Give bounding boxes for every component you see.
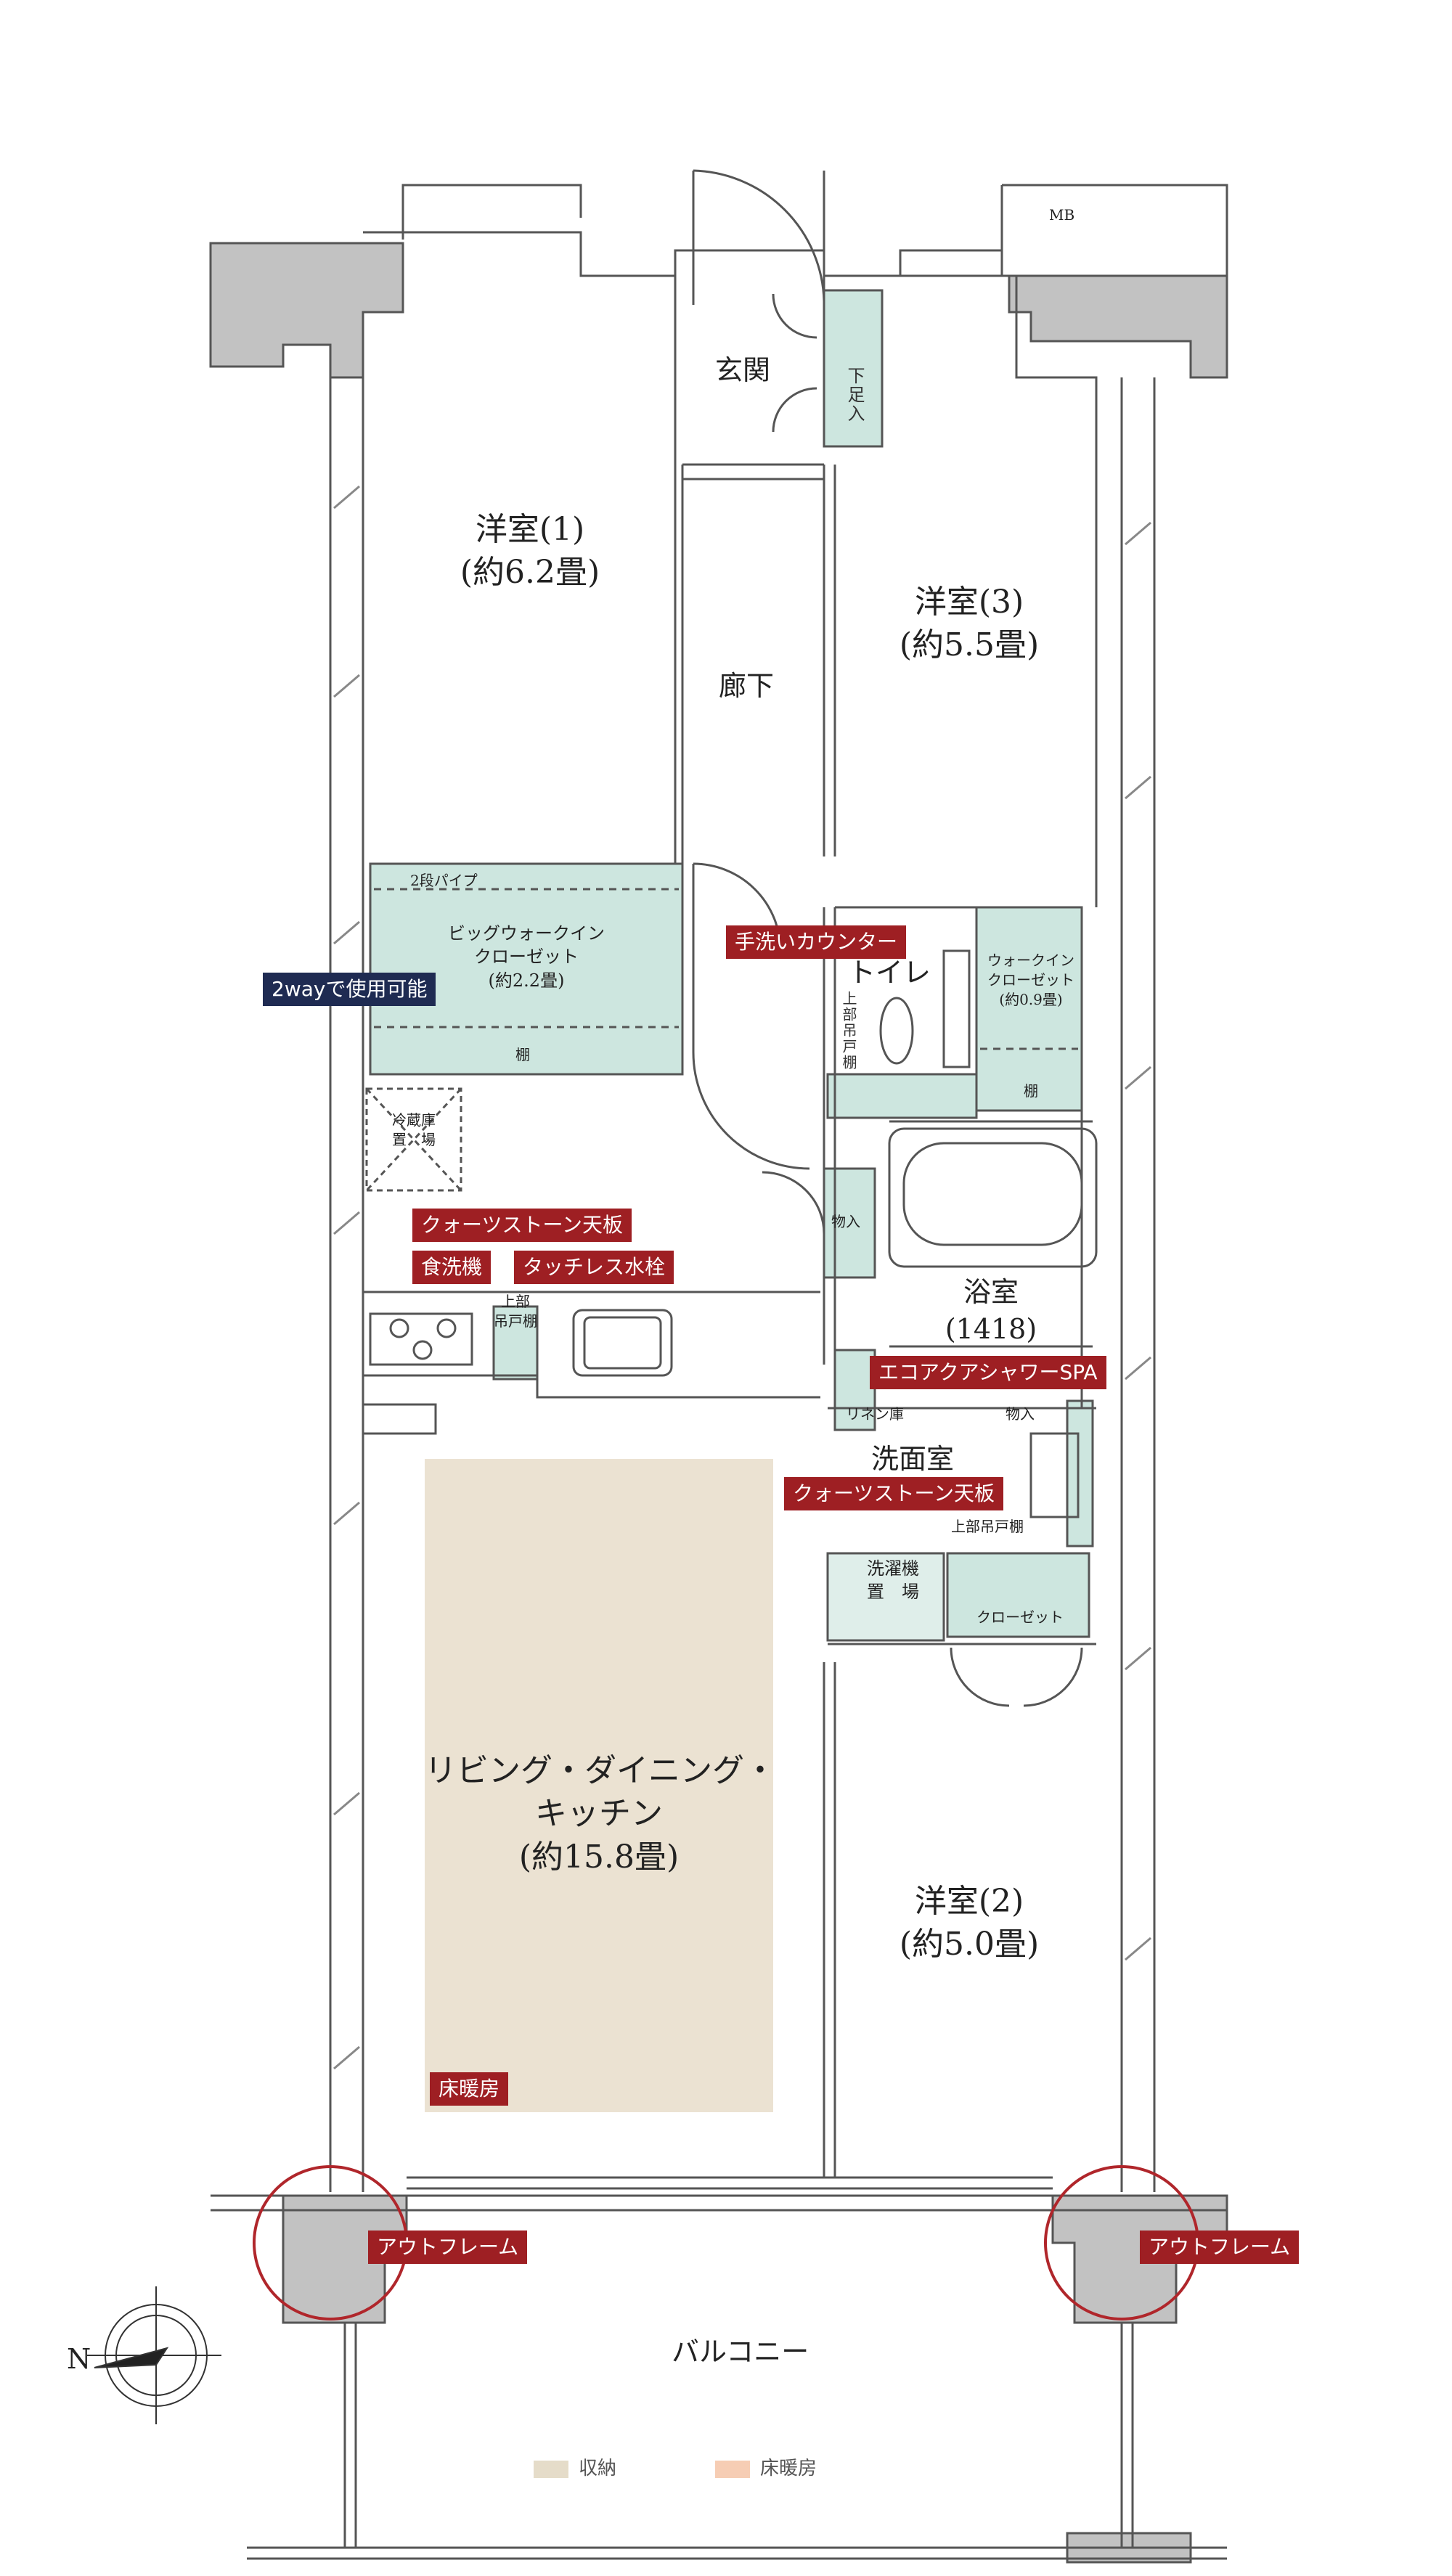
- mb-label: MB: [1049, 206, 1075, 224]
- compass-icon: [87, 2286, 221, 2424]
- fridge-space: [365, 1087, 462, 1192]
- room-western-1-name: 洋室(1): [475, 511, 585, 548]
- room-entrance: 玄関: [715, 354, 771, 386]
- fridge-label: 冷蔵庫 置 場: [367, 1111, 461, 1150]
- legend-floor-heating-label: 床暖房: [760, 2458, 817, 2479]
- kitchen-upper-line2: 吊戸棚: [494, 1312, 537, 1330]
- room-ldk-size: (約15.8畳): [518, 1838, 680, 1876]
- room-hallway: 廊下: [719, 670, 775, 702]
- room-washroom: 洗面室: [871, 1443, 955, 1475]
- big-wic-shelf-label: 棚: [515, 1046, 530, 1063]
- room-ldk-line1: リビング・ダイニング・: [425, 1752, 776, 1789]
- big-walk-in-closet: [369, 862, 684, 1076]
- room-western-3-size: (約5.5畳): [899, 626, 1040, 664]
- closet: [946, 1552, 1090, 1638]
- sink: [572, 1309, 673, 1377]
- upper-cabinet-toilet-label: 上部吊戸棚: [840, 991, 857, 1071]
- badge-eco-shower: エコアクアシャワーSPA: [870, 1356, 1106, 1389]
- kitchen-upper-cabinet-label: 上部 吊戸棚: [494, 1292, 537, 1331]
- shoe-box-label: 下足入: [844, 367, 865, 423]
- badge-touchless-faucet: タッチレス水栓: [514, 1251, 674, 1284]
- linen-label: リネン庫: [846, 1405, 904, 1423]
- linen-storage: [833, 1349, 876, 1431]
- badge-quartz-wash: クォーツストーン天板: [784, 1477, 1004, 1510]
- badge-dishwasher: 食洗機: [412, 1251, 492, 1284]
- storage-monoire-label: 物入: [831, 1213, 860, 1230]
- column-top-left: [209, 242, 404, 379]
- closet-label: クローゼット: [976, 1608, 1064, 1626]
- fridge-line2: 置 場: [392, 1131, 436, 1148]
- room-bath-name: 浴室: [963, 1276, 1019, 1308]
- room-western-3-name: 洋室(3): [914, 584, 1024, 621]
- stove: [369, 1312, 473, 1366]
- badge-quartz-kitchen: クォーツストーン天板: [412, 1209, 632, 1242]
- storage-monoire-2-label: 物入: [1006, 1405, 1035, 1423]
- room-toilet: トイレ: [848, 957, 931, 989]
- legend-storage-label: 収納: [579, 2458, 617, 2479]
- column-top-right: [1008, 274, 1228, 379]
- washer-line2: 置 場: [867, 1582, 919, 1603]
- fridge-line1: 冷蔵庫: [392, 1111, 436, 1129]
- wic-label: ウォークイン クローゼット (約0.9畳): [980, 951, 1082, 1010]
- ldk-floor-heating-area: [425, 1459, 773, 2112]
- upper-cabinet-wash-label: 上部吊戸棚: [951, 1518, 1024, 1535]
- badge-floor-heating: 床暖房: [430, 2072, 509, 2106]
- wic-line1: ウォークイン: [987, 952, 1074, 969]
- badge-hand-wash-counter: 手洗いカウンター: [726, 925, 907, 959]
- toilet-cabinet: [826, 1073, 978, 1119]
- wic-line2: クローゼット: [987, 971, 1074, 989]
- badge-outframe-left: アウトフレーム: [368, 2231, 528, 2264]
- badge-outframe-right: アウトフレーム: [1140, 2231, 1300, 2264]
- big-wic-label: ビッグウォークイン クローゼット (約2.2畳): [407, 922, 646, 992]
- legend-floor-heating-swatch: [715, 2460, 750, 2478]
- room-western-1-size: (約6.2畳): [460, 554, 600, 592]
- legend-storage-swatch: [534, 2460, 568, 2478]
- compass-north-label: N: [67, 2343, 91, 2375]
- room-western-3: 洋室(3) (約5.5畳): [849, 581, 1089, 667]
- kitchen-upper-cabinet: [492, 1305, 539, 1381]
- room-bath: 浴室 (1418): [933, 1274, 1049, 1349]
- room-western-1: 洋室(1) (約6.2畳): [407, 508, 653, 594]
- washer-label: 洗濯機 置 場: [842, 1557, 944, 1604]
- badge-twoway: 2wayで使用可能: [263, 973, 436, 1006]
- kitchen-upper-line1: 上部: [501, 1293, 530, 1310]
- room-ldk: リビング・ダイニング・ キッチン (約15.8畳): [425, 1749, 776, 1878]
- room-balcony: バルコニー: [672, 2336, 809, 2368]
- shoe-box: [823, 289, 884, 448]
- room-western-2-size: (約5.0畳): [899, 1926, 1040, 1963]
- legend-storage: 収納: [534, 2453, 616, 2480]
- big-wic-line2: ビッグウォークイン: [448, 923, 605, 944]
- big-wic-line3: クローゼット: [474, 946, 579, 968]
- room-western-2: 洋室(2) (約5.0畳): [849, 1880, 1089, 1966]
- wic-shelf-label: 棚: [1024, 1082, 1038, 1100]
- big-wic-line4: (約2.2畳): [488, 970, 565, 991]
- washer-line1: 洗濯機: [867, 1558, 919, 1579]
- room-bath-size: (1418): [945, 1313, 1037, 1346]
- room-western-2-name: 洋室(2): [914, 1883, 1024, 1920]
- bathtub-outer: [888, 1127, 1098, 1268]
- storage-monoire-2: [1066, 1399, 1094, 1547]
- room-ldk-line2: キッチン: [535, 1795, 663, 1833]
- walk-in-closet: [975, 906, 1083, 1112]
- wic-line3: (約0.9畳): [999, 991, 1063, 1008]
- legend-floor-heating: 床暖房: [715, 2453, 817, 2480]
- washer-area: [826, 1552, 945, 1642]
- big-wic-pipe-label: 2段パイプ: [410, 872, 478, 889]
- column-bottom-left: [247, 2194, 408, 2324]
